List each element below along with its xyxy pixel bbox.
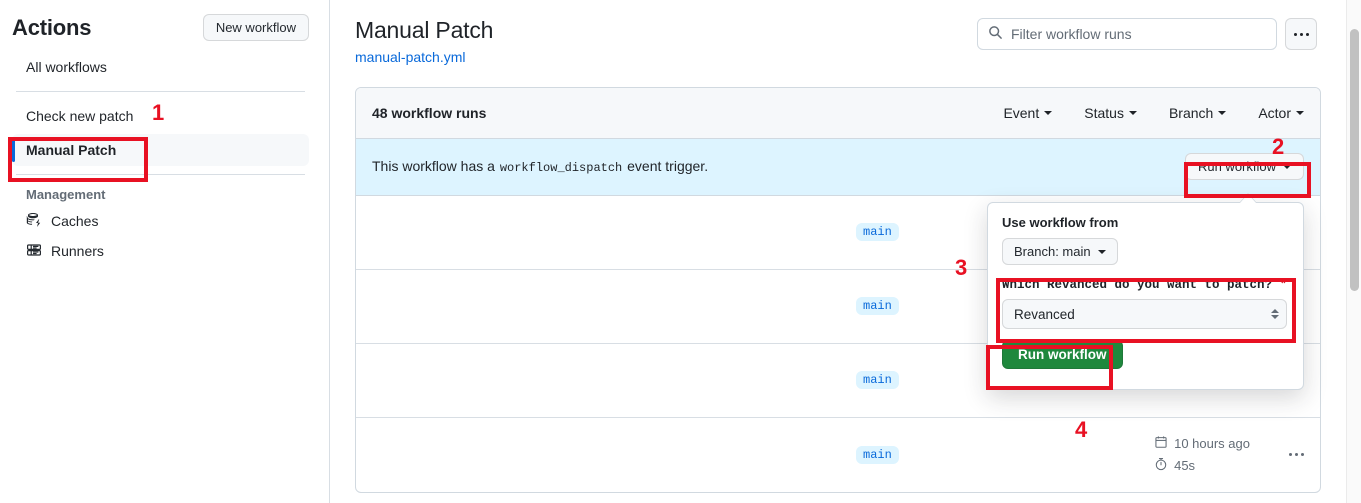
branch-badge[interactable]: main <box>856 297 899 316</box>
filter-branch[interactable]: Branch <box>1168 104 1227 121</box>
required-marker: * <box>1279 278 1288 292</box>
sidebar-item-all-workflows[interactable]: All workflows <box>12 51 309 83</box>
workflow-file-link[interactable]: manual-patch.yml <box>355 48 466 65</box>
table-row[interactable]: main 10 hours ago <box>356 418 1320 492</box>
sidebar-item-check-new-patch[interactable]: Check new patch <box>12 100 309 132</box>
filter-label: Status <box>1084 104 1124 121</box>
sidebar-item-runners[interactable]: Runners <box>12 236 309 266</box>
filter-actor[interactable]: Actor <box>1258 105 1304 121</box>
sidebar-item-label: Manual Patch <box>26 142 117 158</box>
page-scrollbar[interactable] <box>1346 0 1361 503</box>
workflow-runs-count: 48 workflow runs <box>372 104 487 121</box>
run-age: 10 hours ago <box>1154 435 1250 452</box>
workflow-header: Manual Patch manual-patch.yml <box>331 0 1341 65</box>
branch-select-button[interactable]: Branch: main <box>1002 238 1118 265</box>
stopwatch-icon <box>1154 457 1168 474</box>
kebab-horizontal-icon[interactable] <box>1285 18 1317 50</box>
sidebar-item-manual-patch[interactable]: Manual Patch <box>12 134 309 166</box>
sidebar-item-label: Runners <box>51 243 104 259</box>
branch-badge[interactable]: main <box>856 445 899 464</box>
sidebar-divider-1 <box>16 91 305 92</box>
runs-card-header: 48 workflow runs Event Status Branch <box>356 87 1320 139</box>
revanced-select-wrapper: Revanced <box>1002 299 1289 329</box>
dispatch-text-after: event trigger. <box>627 158 709 175</box>
row-kebab-horizontal-icon[interactable] <box>1289 453 1304 457</box>
dispatch-event-code: workflow_dispatch <box>499 161 623 176</box>
table-row[interactable]: main <box>356 270 1320 344</box>
filter-event[interactable]: Event <box>1003 104 1053 121</box>
workflow-title-block: Manual Patch manual-patch.yml <box>355 16 493 65</box>
sidebar-item-caches[interactable]: Caches <box>12 206 309 236</box>
workflow-dispatch-banner: This workflow has a workflow_dispatch ev… <box>356 138 1320 196</box>
sidebar-management-label: Management <box>26 187 106 202</box>
sidebar-item-label: All workflows <box>26 59 107 75</box>
sidebar-header: Actions New workflow <box>12 0 309 51</box>
table-row[interactable]: main <box>356 196 1320 270</box>
chevron-down-icon <box>1296 110 1304 115</box>
revanced-select-field[interactable]: Revanced <box>1002 299 1287 329</box>
header-controls <box>977 18 1317 50</box>
select-updown-chevrons-icon <box>1271 309 1279 319</box>
cache-icon <box>26 212 42 231</box>
server-icon <box>26 242 42 261</box>
sidebar-item-label: Check new patch <box>26 108 134 124</box>
run-workflow-button[interactable]: Run workflow <box>1184 153 1304 181</box>
branch-badge[interactable]: main <box>856 223 899 242</box>
filter-label: Branch <box>1168 104 1214 121</box>
run-workflow-button-label: Run workflow <box>1197 159 1276 175</box>
filter-label: Actor <box>1258 104 1291 121</box>
run-age-label: 10 hours ago <box>1174 436 1250 452</box>
run-workflow-dropdown-panel: Use workflow from Branch: main Which Rev… <box>987 202 1304 390</box>
use-workflow-from-label: Use workflow from <box>1002 215 1119 230</box>
revanced-selected-option: Revanced <box>1014 306 1075 322</box>
runs-filters: Event Status Branch Actor <box>1003 105 1304 121</box>
revanced-question-text: Which Revanced do you want to patch? <box>1002 278 1273 292</box>
run-workflow-panel-body: Use workflow from Branch: main Which Rev… <box>988 203 1303 369</box>
search-icon <box>988 25 1003 43</box>
scrollbar-thumb[interactable] <box>1350 29 1359 291</box>
search-input[interactable] <box>1011 26 1266 42</box>
sidebar: Actions New workflow All workflows Check… <box>0 0 330 503</box>
page-title: Actions <box>12 14 92 40</box>
chevron-down-icon <box>1283 164 1291 169</box>
branch-badge[interactable]: main <box>856 371 899 390</box>
revanced-question-label: Which Revanced do you want to patch? * <box>1002 278 1289 292</box>
run-duration: 45s <box>1154 457 1250 474</box>
sidebar-item-label: Caches <box>51 213 99 229</box>
run-duration-label: 45s <box>1174 458 1196 474</box>
chevron-down-icon <box>1097 249 1106 254</box>
dispatch-banner-text: This workflow has a workflow_dispatch ev… <box>372 158 708 175</box>
chevron-down-icon <box>1128 110 1137 115</box>
run-metadata: 10 hours ago 45s <box>1154 435 1250 474</box>
chevron-down-icon <box>1218 110 1227 115</box>
workflow-title: Manual Patch <box>355 17 494 43</box>
calendar-icon <box>1154 435 1168 452</box>
sidebar-divider-2 <box>16 174 305 175</box>
filter-workflow-runs-box[interactable] <box>977 18 1277 50</box>
filter-status[interactable]: Status <box>1084 105 1137 121</box>
dispatch-text-before: This workflow has a <box>372 158 495 175</box>
branch-select-label: Branch: main <box>1014 244 1091 259</box>
chevron-down-icon <box>1044 110 1053 115</box>
panel-run-workflow-button[interactable]: Run workflow <box>1002 340 1123 369</box>
new-workflow-button[interactable]: New workflow <box>202 14 309 41</box>
filter-label: Event <box>1003 104 1040 121</box>
